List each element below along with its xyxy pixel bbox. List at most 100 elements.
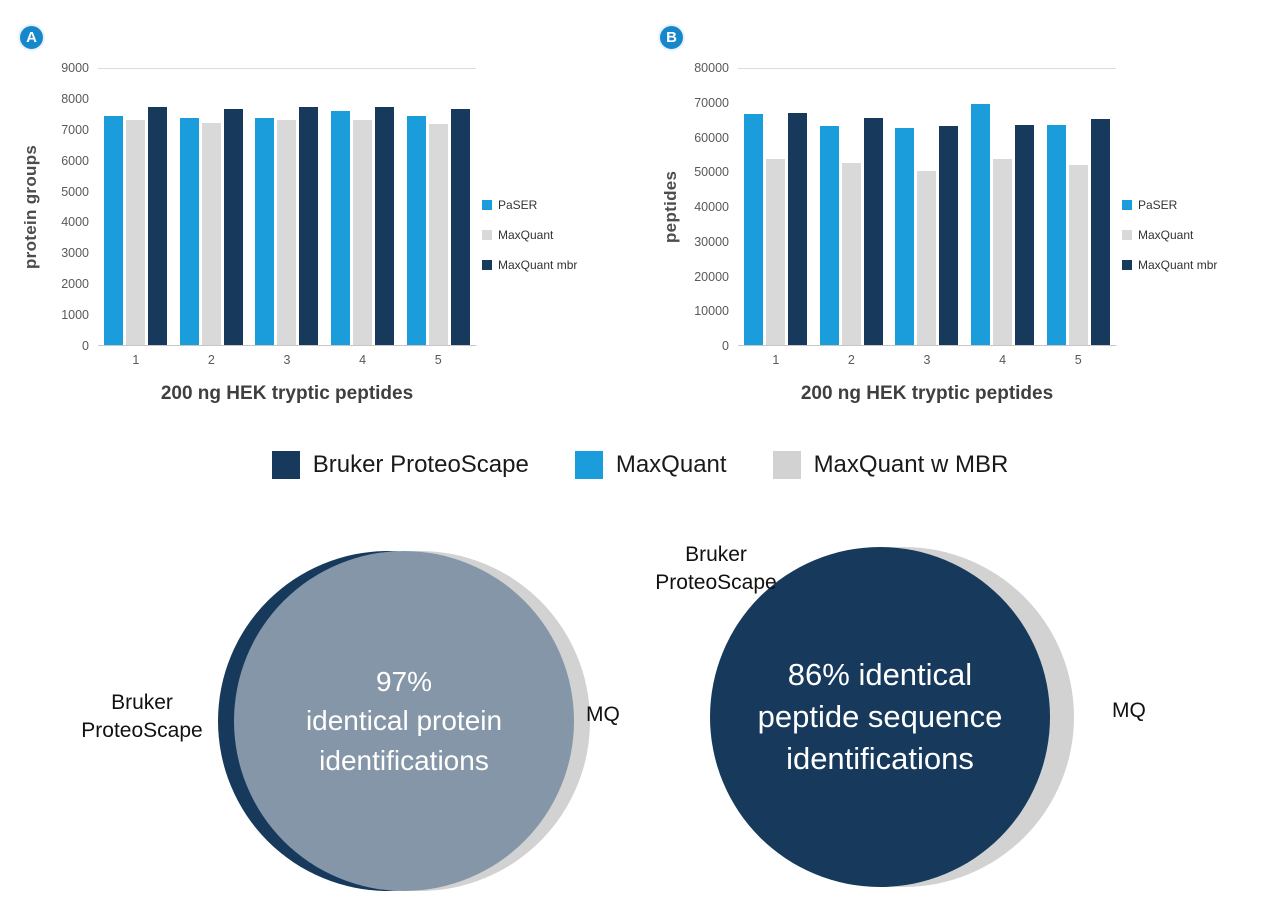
x-category-label: 1 (772, 353, 780, 367)
venn-right-center-text: 86% identical peptide sequence identific… (757, 657, 1003, 776)
y-axis-label: protein groups (21, 144, 40, 270)
bar-group (889, 126, 965, 345)
x-category-label: 4 (359, 353, 367, 367)
legend-label: Bruker ProteoScape (312, 451, 529, 478)
y-tick-label: 10000 (694, 304, 729, 319)
x-axis-label: 200 ng HEK tryptic peptides (160, 383, 414, 404)
x-category-label: 3 (923, 353, 931, 367)
x-axis: 1 2 3 4 5 (98, 346, 476, 367)
y-tick-label: 1000 (61, 308, 89, 323)
venn-left-overlap-circle (234, 551, 574, 891)
x-category-label: 1 (132, 353, 140, 367)
legend-label: MaxQuant (1138, 228, 1194, 242)
x-axis: 1 2 3 4 5 (738, 346, 1116, 367)
y-tick-label: 2000 (61, 277, 89, 292)
chart-legend-item: PaSER (482, 198, 594, 212)
y-tick-label: 9000 (61, 61, 89, 75)
y-tick-label: 7000 (61, 122, 89, 137)
x-category-label: 2 (847, 353, 855, 367)
legend-swatch-icon (482, 230, 492, 240)
bar-maxquant-mbr (148, 107, 168, 345)
bar-maxquant (1068, 165, 1088, 345)
main-legend-item: MaxQuant (574, 451, 727, 479)
bar-maxquant-mbr (788, 113, 808, 345)
x-category-label: 5 (1074, 353, 1082, 367)
bar-group (738, 113, 814, 345)
chart-legend-item: PaSER (1122, 198, 1234, 212)
bar-maxquant-mbr (1015, 125, 1035, 345)
bar-paser (819, 126, 839, 345)
bar-paser (971, 104, 991, 345)
bar-maxquant (766, 159, 786, 345)
venn-left-mq-label: MQ (586, 703, 620, 726)
bar-paser (179, 118, 199, 345)
y-tick-label: 30000 (694, 234, 729, 249)
main-legend-item: Bruker ProteoScape (271, 451, 529, 479)
bar-group (174, 109, 250, 345)
y-tick-label: 0 (722, 339, 729, 353)
bar-group (965, 104, 1041, 345)
bar-maxquant-mbr (939, 126, 959, 345)
x-category-label: 2 (207, 353, 215, 367)
legend-swatch-icon (1122, 260, 1132, 270)
legend-swatch-icon (271, 451, 300, 479)
bar-maxquant (277, 120, 297, 345)
x-category-label: 4 (999, 353, 1007, 367)
x-axis-label: 200 ng HEK tryptic peptides (800, 383, 1054, 404)
legend-swatch-icon (482, 260, 492, 270)
bar-paser (255, 118, 275, 345)
legend-label: PaSER (1138, 198, 1178, 212)
bar-group (98, 107, 174, 345)
bar-paser (895, 128, 915, 345)
bar-group (325, 107, 401, 345)
venn-right-bruker-label: Bruker ProteoScape (655, 543, 777, 595)
legend-label: MaxQuant (498, 228, 554, 242)
venn-section: 97% identical protein identifications Br… (0, 499, 1280, 919)
y-tick-label: 4000 (61, 215, 89, 230)
panel-b-letter: B (666, 29, 677, 46)
bar-maxquant-mbr (375, 107, 395, 345)
venn-left-bruker-label: Bruker ProteoScape (81, 691, 203, 743)
bar-maxquant (841, 163, 861, 345)
bar-maxquant-mbr (223, 109, 243, 345)
venn-right-bruker-circle (710, 547, 1050, 887)
bar-maxquant (917, 171, 937, 345)
legend-label: MaxQuant mbr (498, 258, 578, 272)
y-tick-label: 40000 (694, 200, 729, 214)
bar-maxquant (993, 159, 1013, 345)
bar-maxquant (353, 120, 373, 345)
y-tick-label: 8000 (61, 91, 89, 106)
bar-group (400, 109, 476, 345)
legend-label: MaxQuant mbr (1138, 258, 1218, 272)
panel-a-badge: A (18, 24, 45, 51)
x-category-label: 5 (434, 353, 442, 367)
legend-label: MaxQuant (615, 451, 727, 478)
bar-maxquant-mbr (1090, 119, 1110, 345)
y-tick-label: 6000 (61, 153, 89, 168)
venn-left-center-text: 97% identical protein identifications (305, 666, 503, 776)
chart-legend-item: MaxQuant mbr (1122, 258, 1234, 272)
y-tick-label: 80000 (694, 61, 729, 75)
bar-paser (744, 114, 764, 345)
y-axis-label: peptides (661, 170, 680, 244)
x-category-label: 3 (283, 353, 291, 367)
y-tick-label: 20000 (694, 269, 729, 284)
bar-paser (406, 116, 426, 345)
bar-maxquant (126, 120, 146, 345)
bar-maxquant-mbr (299, 107, 319, 345)
legend-label: PaSER (498, 198, 538, 212)
chart-legend-item: MaxQuant (1122, 228, 1234, 242)
y-tick-label: 0 (82, 339, 89, 353)
